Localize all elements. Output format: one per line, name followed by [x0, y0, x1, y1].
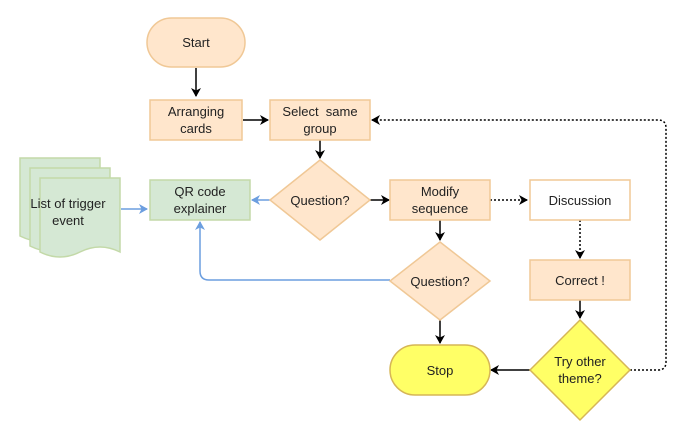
node-question-1: Question? — [268, 159, 372, 241]
node-question-2: Question? — [388, 241, 492, 321]
arranging-cards-shape — [149, 99, 243, 141]
select-same-group-label: Select same — [282, 104, 357, 119]
trigger-list-label: List of trigger — [30, 196, 106, 211]
correct-label: Correct ! — [555, 273, 605, 288]
discussion-shape — [529, 179, 631, 221]
modify-sequence-shape — [389, 179, 491, 221]
arranging-cards-label: Arranging — [168, 104, 224, 119]
node-start: Start — [146, 17, 246, 68]
try-other-theme-shape — [528, 318, 632, 422]
node-stop: Stop — [389, 344, 491, 396]
try-other-theme-label: Try other — [554, 354, 606, 369]
trigger-list-front-page — [39, 177, 121, 258]
modify-sequence-label: Modify — [421, 184, 460, 199]
node-qr-code-explainer: QR code explainer — [149, 179, 251, 221]
qr-code-explainer-shape — [149, 179, 251, 221]
edge-try-other-loop-to-select-group — [371, 115, 667, 371]
question-2-label: Question? — [410, 274, 469, 289]
arranging-cards-label-line2: cards — [180, 121, 212, 136]
start-shape — [146, 17, 246, 68]
edges — [121, 68, 667, 375]
select-same-group-label-line2: group — [303, 121, 336, 136]
node-correct: Correct ! — [529, 259, 631, 301]
modify-sequence-label-line2: sequence — [412, 201, 468, 216]
select-same-group-shape — [269, 99, 371, 141]
node-try-other-theme: Try other theme? — [528, 318, 632, 422]
edge-question-2-to-qr-explainer — [195, 221, 390, 281]
question-1-shape — [268, 159, 372, 241]
node-select-same-group: Select same group — [269, 99, 371, 141]
qr-code-explainer-label-line2: explainer — [174, 201, 227, 216]
node-arranging-cards: Arranging cards — [149, 99, 243, 141]
correct-shape — [529, 259, 631, 301]
node-discussion: Discussion — [529, 179, 631, 221]
discussion-label: Discussion — [549, 193, 612, 208]
qr-code-explainer-label: QR code — [174, 184, 225, 199]
start-label: Start — [182, 35, 210, 50]
node-modify-sequence: Modify sequence — [389, 179, 491, 221]
node-trigger-event-list: List of trigger event — [19, 157, 121, 258]
trigger-list-label-line2: event — [52, 213, 84, 228]
try-other-theme-label-line2: theme? — [558, 371, 601, 386]
question-2-shape — [388, 241, 492, 321]
question-1-label: Question? — [290, 193, 349, 208]
stop-label: Stop — [427, 363, 454, 378]
stop-shape — [389, 344, 491, 396]
